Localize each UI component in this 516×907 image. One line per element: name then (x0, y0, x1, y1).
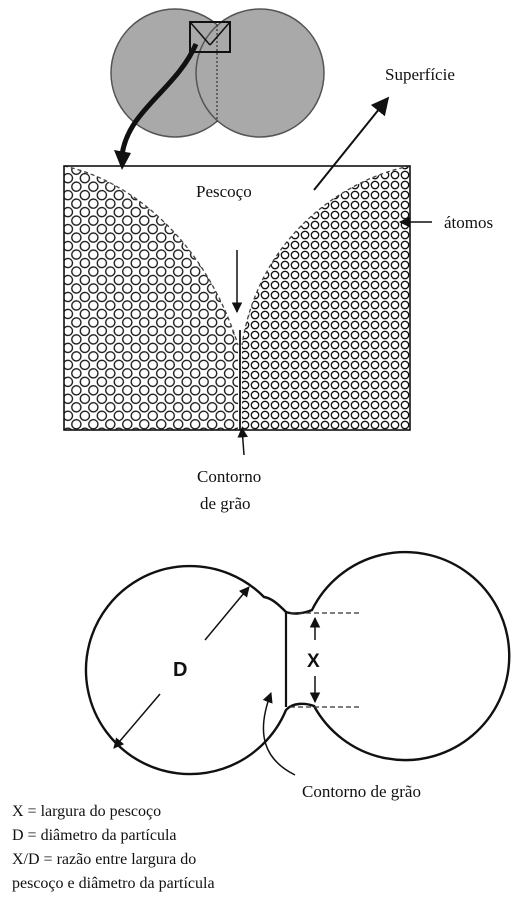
zoom-box (189, 21, 231, 53)
surface-arrow (313, 96, 390, 191)
grain-boundary-label-line2: de grão (200, 494, 251, 513)
d-dimension-arrow (204, 586, 250, 641)
right-grain-atoms (242, 166, 410, 430)
neck-label: Pescoço (196, 182, 252, 201)
d-label: D (173, 659, 187, 681)
atoms-label: átomos (444, 213, 493, 232)
sintered-particles-outline (84, 550, 511, 776)
legend: X = largura do pescoço D = diâmetro da p… (12, 803, 215, 892)
zoom-arrow (119, 43, 199, 156)
bottom-grain-boundary-arrow (262, 692, 296, 776)
legend-line-3: X/D = razão entre largura do (12, 851, 196, 868)
left-grain-atoms (64, 166, 238, 430)
particle-pair-icon (110, 8, 325, 138)
x-label: X (307, 651, 320, 672)
bottom-grain-boundary-label: Contorno de grão (302, 782, 421, 801)
grain-boundary-label-line1: Contorno (197, 467, 261, 486)
legend-line-2: D = diâmetro da partícula (12, 827, 177, 844)
legend-line-4: pescoço e diâmetro da partícula (12, 875, 215, 892)
neck-magnification (63, 165, 411, 431)
grain-boundary-arrow (237, 426, 248, 456)
legend-line-1: X = largura do pescoço (12, 803, 161, 820)
surface-label: Superfície (385, 65, 455, 84)
